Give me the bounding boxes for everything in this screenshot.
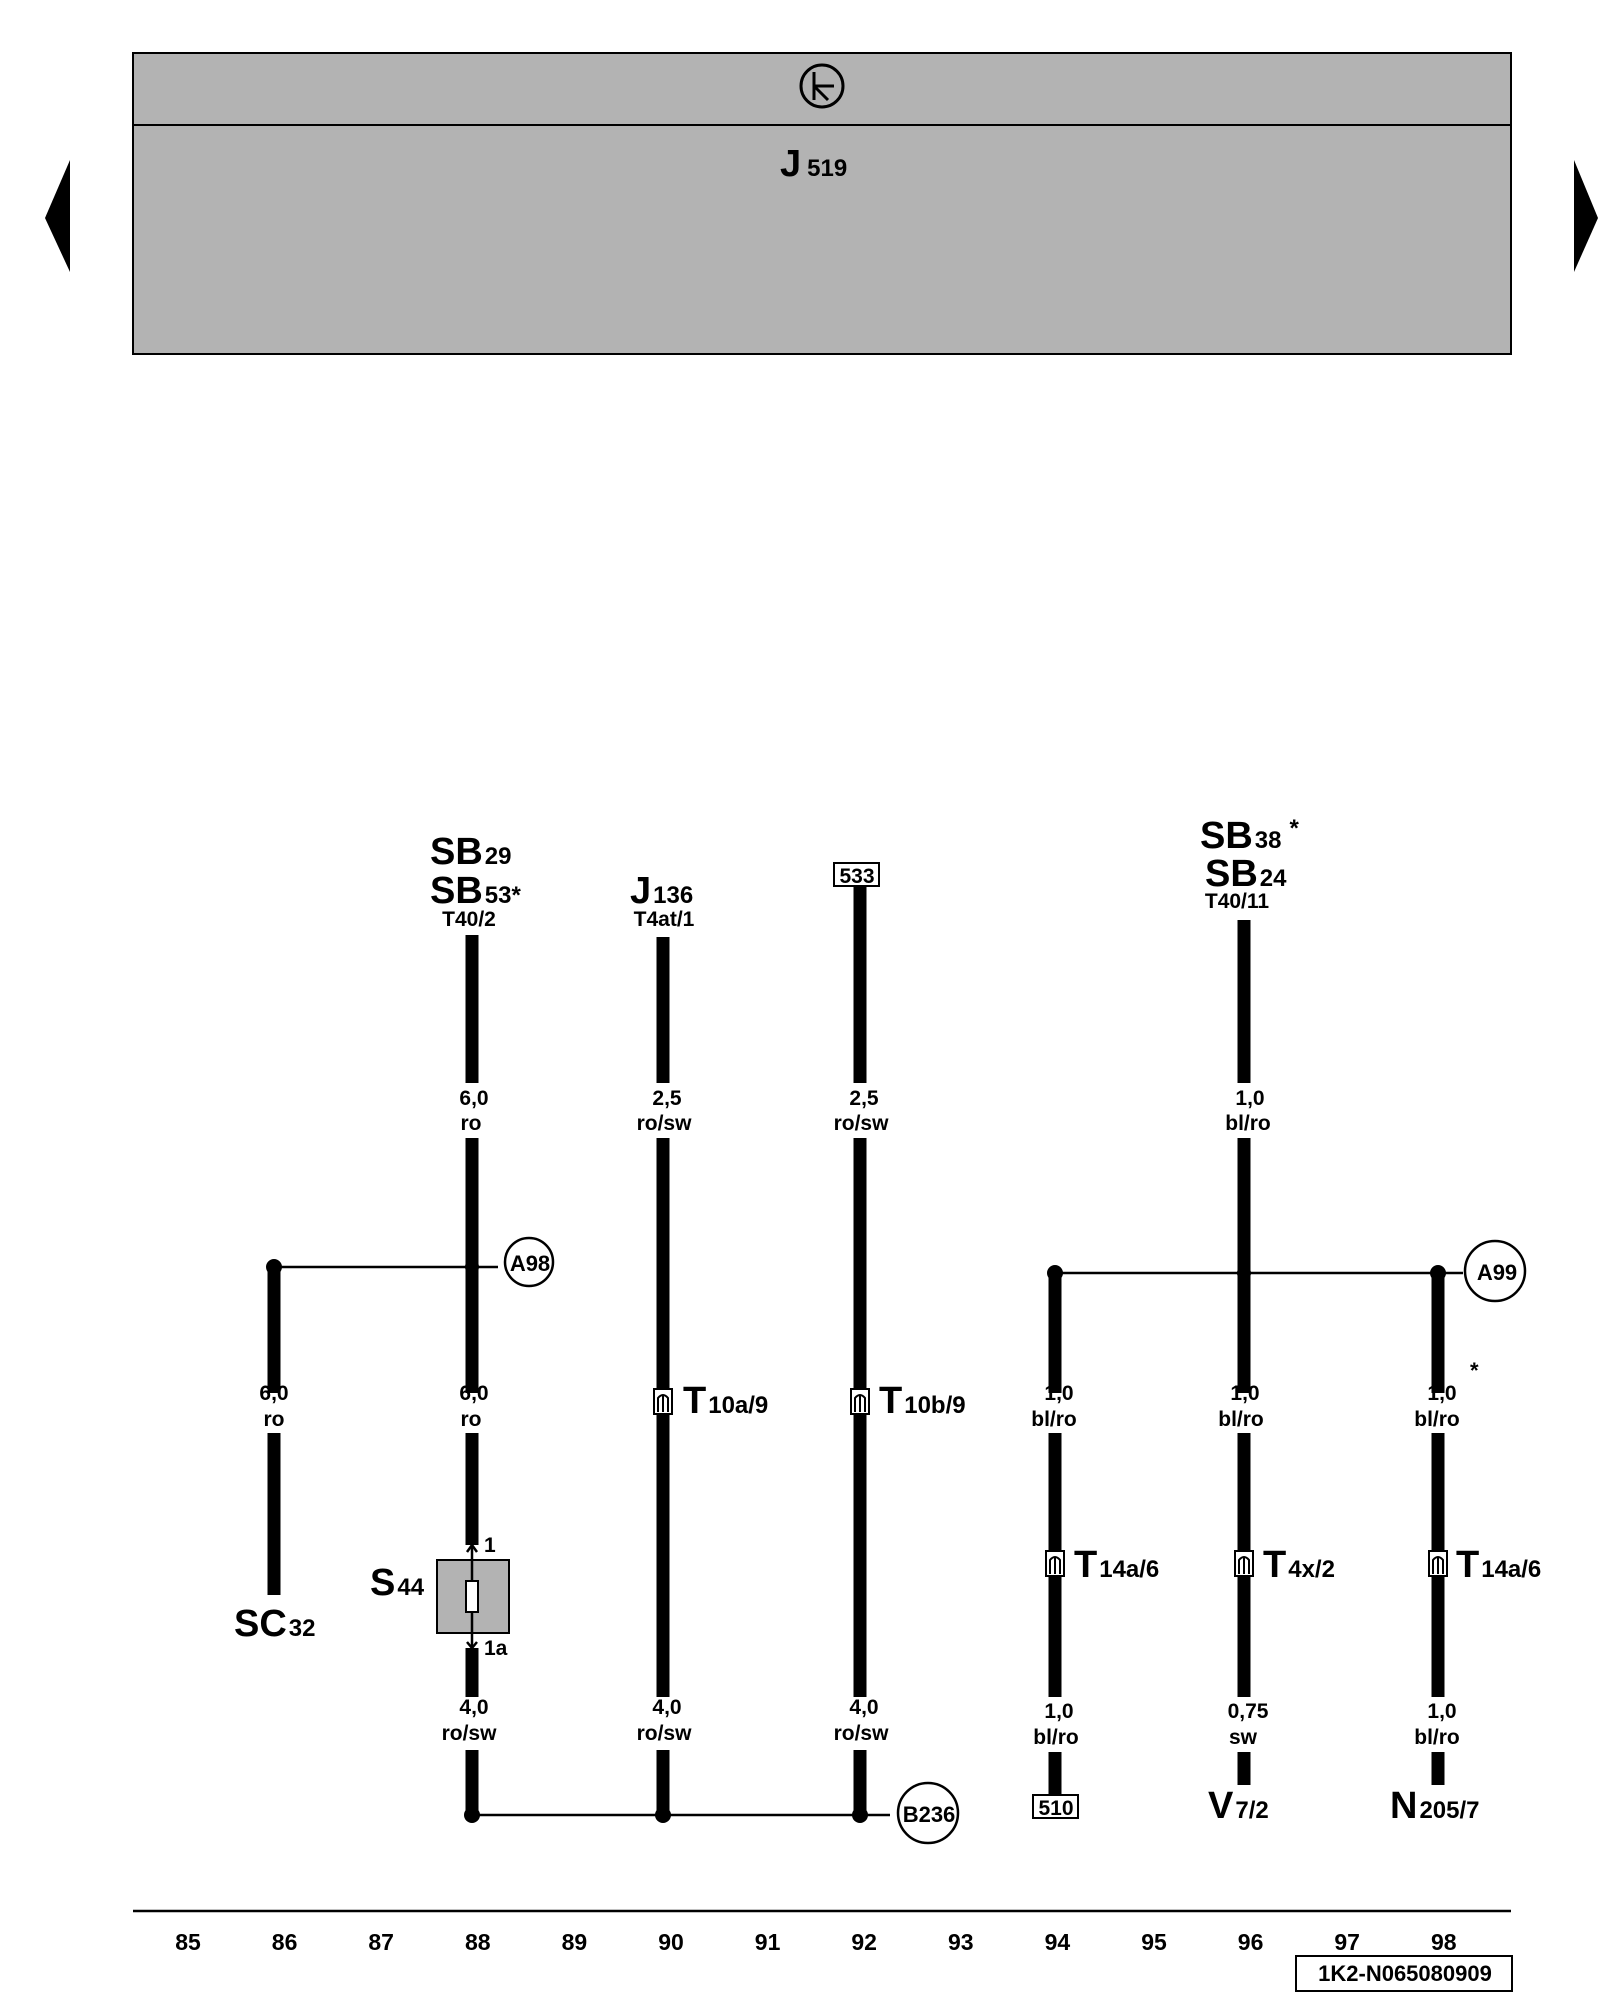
component-label-j136: J136 <box>630 870 693 912</box>
connector-t10b-9: T10b/9 <box>850 1380 966 1422</box>
wire-size-label: 1,0 <box>1235 1087 1264 1110</box>
wire-column-92: 533 2,5 ro/sw T10b/9 4,0 ro/sw <box>833 862 966 1823</box>
arrow-left-icon[interactable] <box>45 160 70 272</box>
column-number: 94 <box>1045 1929 1071 1955</box>
connector-t14a-6: T14a/6 <box>1045 1544 1159 1586</box>
bus-b236: B236 <box>472 1781 960 1845</box>
svg-text:T4x/2: T4x/2 <box>1263 1544 1335 1586</box>
wire-size-label: 6,0 <box>459 1087 488 1110</box>
connector-t10a-9: T10a/9 <box>653 1380 768 1422</box>
wire-color-label: ro/sw <box>637 1112 693 1135</box>
column-number: 86 <box>272 1929 298 1955</box>
wire-column-94: 1,0 bl/ro T14a/6 1,0 bl/ro 510 <box>1031 1265 1159 1820</box>
wire-column-96: SB38* SB24 T40/11 1,0 bl/ro 1,0 bl/ro T4… <box>1200 815 1335 1827</box>
wire-size-label: 4,0 <box>459 1696 488 1719</box>
wire-color-label: bl/ro <box>1414 1726 1460 1749</box>
footnote-star: * <box>1470 1358 1479 1383</box>
component-label-n205: N205/7 <box>1390 1785 1480 1827</box>
connector-t4x-2: T4x/2 <box>1234 1544 1335 1586</box>
wire-color-label: bl/ro <box>1225 1112 1271 1135</box>
fuse-s44: 1 1a S44 <box>370 1534 510 1660</box>
arrow-right-icon[interactable] <box>1574 160 1598 272</box>
fuse-pin-bottom: 1a <box>484 1637 508 1660</box>
column-number: 95 <box>1141 1929 1167 1955</box>
column-number: 85 <box>175 1929 201 1955</box>
wire-color-label: sw <box>1229 1726 1258 1749</box>
column-number: 98 <box>1431 1929 1457 1955</box>
wire-column-98: * 1,0 bl/ro T14a/6 1,0 bl/ro N205/7 <box>1390 1265 1541 1827</box>
pin-label: T40/2 <box>442 908 496 931</box>
svg-text:T10a/9: T10a/9 <box>683 1380 768 1422</box>
svg-text:T14a/6: T14a/6 <box>1456 1544 1541 1586</box>
column-number: 89 <box>562 1929 588 1955</box>
wire-size-label: 4,0 <box>652 1696 681 1719</box>
reference-box-510: 510 <box>1032 1794 1079 1820</box>
wire-size-label: 1,0 <box>1230 1382 1259 1405</box>
svg-text:533: 533 <box>839 865 874 888</box>
wire-size-label: 1,0 <box>1427 1700 1456 1723</box>
column-number: 92 <box>851 1929 877 1955</box>
column-number: 88 <box>465 1929 491 1955</box>
wire-color-label: ro <box>461 1112 482 1135</box>
column-number: 97 <box>1334 1929 1360 1955</box>
wire-size-label: 1,0 <box>1044 1382 1073 1405</box>
wire-column-90: J136 T4at/1 2,5 ro/sw T10a/9 4,0 ro/sw <box>630 870 768 1823</box>
wire-color-label: ro/sw <box>442 1722 498 1745</box>
pin-label: T40/11 <box>1205 890 1270 913</box>
wire-column-88: SB29 SB53* T40/2 6,0 ro A98 6,0 ro 1 1a … <box>370 831 555 1823</box>
svg-text:A98: A98 <box>510 1251 550 1276</box>
column-number: 90 <box>658 1929 684 1955</box>
svg-text:1K2-N065080909: 1K2-N065080909 <box>1318 1961 1492 1986</box>
wire-column-86: 6,0 ro SC32 <box>234 1259 472 1645</box>
connector-t14a-6-right: T14a/6 <box>1428 1544 1541 1586</box>
component-label-s44: S44 <box>370 1562 425 1604</box>
document-id: 1K2-N065080909 <box>1295 1955 1513 1992</box>
component-label-sb29: SB29 <box>430 831 512 873</box>
wire-size-label: 4,0 <box>849 1696 878 1719</box>
wire-color-label: bl/ro <box>1414 1408 1460 1431</box>
terminal-30-ground-symbol-icon <box>799 63 845 109</box>
column-number: 93 <box>948 1929 974 1955</box>
column-number: 96 <box>1238 1929 1264 1955</box>
wire-size-label: 6,0 <box>259 1382 288 1405</box>
wire-size-label: 1,0 <box>1427 1382 1456 1405</box>
wire-color-label: ro/sw <box>637 1722 693 1745</box>
fuse-pin-top: 1 <box>484 1534 496 1557</box>
wire-color-label: bl/ro <box>1033 1726 1079 1749</box>
component-label-sb24: SB24 <box>1205 853 1287 895</box>
component-label-v7: V7/2 <box>1208 1785 1269 1827</box>
bus-a99: A99 <box>1055 1239 1527 1303</box>
pin-label: T4at/1 <box>634 908 695 931</box>
splice-a99: A99 <box>1477 1260 1517 1285</box>
splice-b236: B236 <box>903 1802 956 1827</box>
svg-text:T14a/6: T14a/6 <box>1074 1544 1159 1586</box>
column-number: 87 <box>368 1929 394 1955</box>
wire-color-label: ro/sw <box>834 1722 890 1745</box>
component-label-sc32: SC32 <box>234 1603 316 1645</box>
wire-color-label: ro <box>461 1408 482 1431</box>
wire-size-label: 0,75 <box>1228 1700 1269 1723</box>
splice-a98: A98 <box>503 1236 555 1288</box>
wire-color-label: ro/sw <box>834 1112 890 1135</box>
wire-size-label: 1,0 <box>1044 1700 1073 1723</box>
svg-text:510: 510 <box>1038 1797 1073 1820</box>
column-number: 91 <box>755 1929 781 1955</box>
wire-color-label: bl/ro <box>1031 1408 1077 1431</box>
column-numbers: 85 86 87 88 89 90 91 92 93 94 95 96 97 98 <box>175 1929 1457 1955</box>
svg-text:T10b/9: T10b/9 <box>879 1380 966 1422</box>
wire-size-label: 2,5 <box>652 1087 682 1110</box>
component-label-sb53: SB53* <box>430 870 522 912</box>
wire-color-label: bl/ro <box>1218 1408 1264 1431</box>
wire-color-label: ro <box>264 1408 285 1431</box>
wire-size-label: 6,0 <box>459 1382 488 1405</box>
reference-box-533: 533 <box>833 862 880 888</box>
wire-size-label: 2,5 <box>849 1087 879 1110</box>
component-label-sb38: SB38* <box>1200 815 1300 857</box>
